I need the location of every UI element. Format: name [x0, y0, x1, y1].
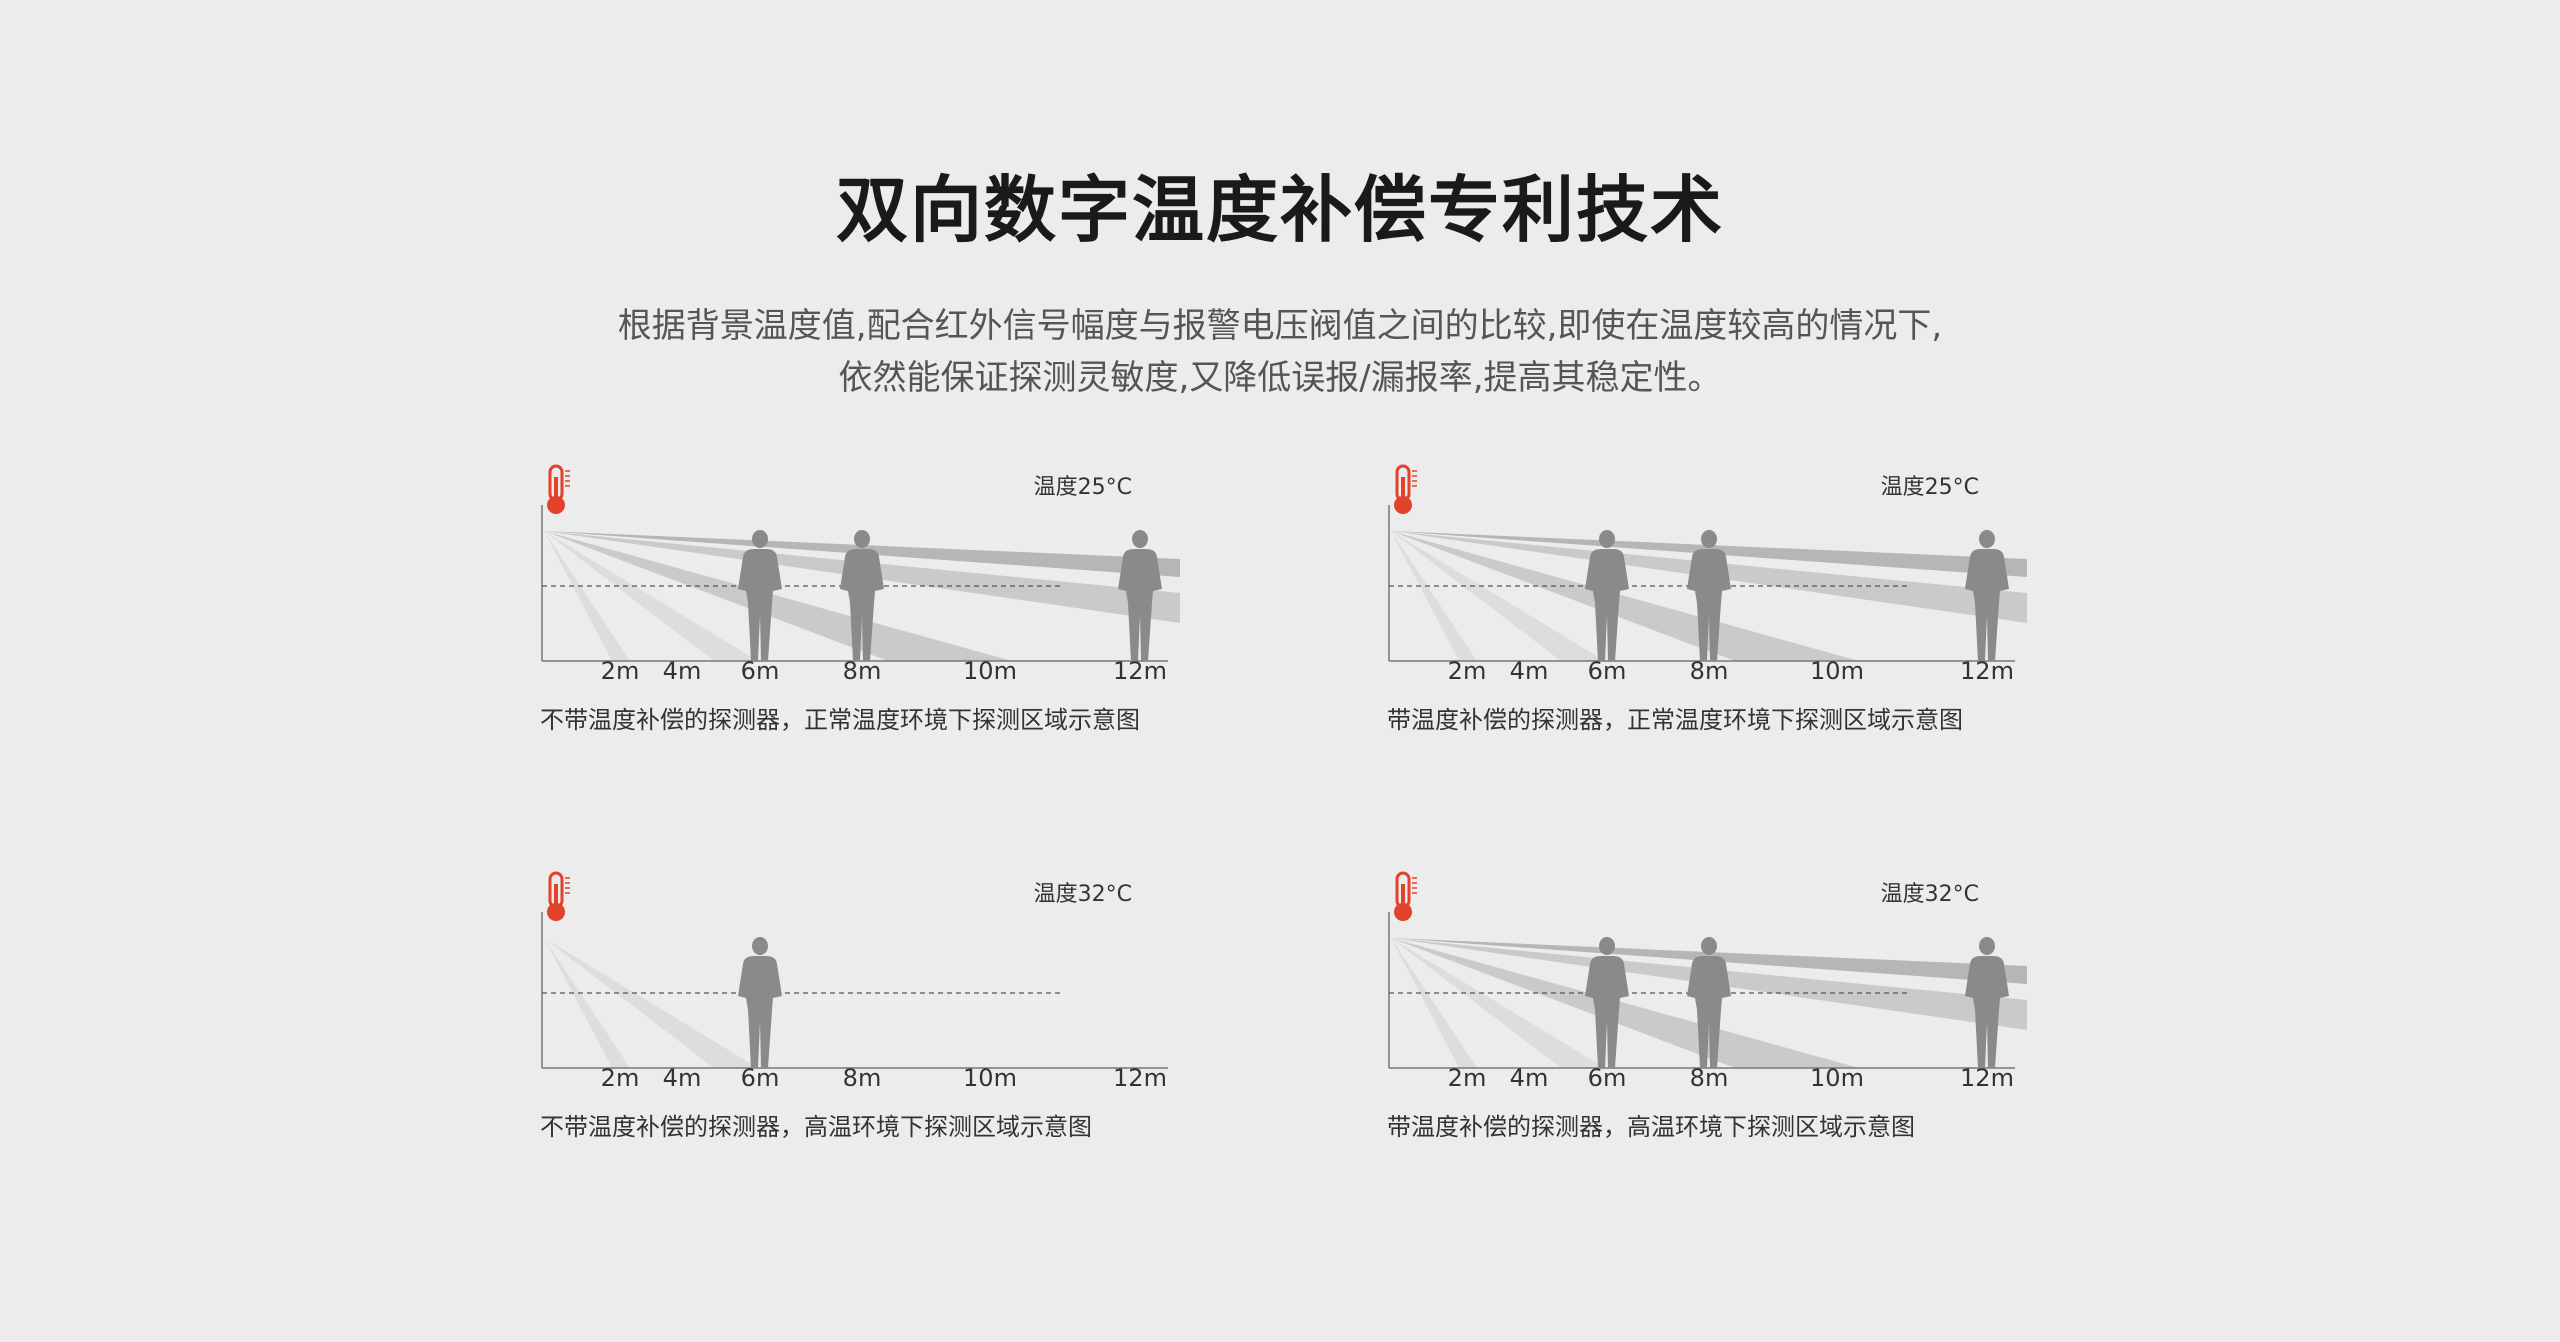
person-silhouette — [738, 530, 782, 661]
temperature-label: 温度32°C — [1033, 882, 1132, 907]
person-silhouette — [1965, 937, 2009, 1068]
thermometer-icon — [1394, 464, 1417, 514]
distance-tick-label: 2m — [600, 1064, 640, 1092]
distance-tick-label: 10m — [1810, 1064, 1864, 1092]
intro-text: 根据背景温度值,配合红外信号幅度与报警电压阀值之间的比较,即使在温度较高的情况下… — [0, 300, 2560, 404]
beam-near — [1391, 938, 1605, 1068]
distance-tick-label: 8m — [1689, 657, 1729, 685]
beam-short — [1391, 531, 1477, 661]
panel-caption: 不带温度补偿的探测器，高温环境下探测区域示意图 — [540, 1113, 1092, 1141]
person-silhouette — [1585, 937, 1629, 1068]
distance-tick-label: 6m — [740, 657, 780, 685]
person-silhouette — [738, 937, 782, 1068]
temperature-label: 温度25°C — [1033, 475, 1132, 500]
detection-zone-diagram — [541, 505, 1180, 662]
distance-tick-label: 2m — [1447, 1064, 1487, 1092]
detection-zone-diagram — [1388, 505, 2027, 662]
person-silhouette — [840, 530, 884, 661]
intro-line-2: 依然能保证探测灵敏度,又降低误报/漏报率,提高其稳定性。 — [838, 358, 1722, 398]
person-silhouette — [1687, 937, 1731, 1068]
beam-short — [1391, 938, 1477, 1068]
distance-tick-label: 12m — [1960, 657, 2014, 685]
distance-tick-label: 4m — [1509, 657, 1549, 685]
person-silhouette — [1118, 530, 1162, 661]
distance-tick-label: 4m — [1509, 1064, 1549, 1092]
intro-line-1: 根据背景温度值,配合红外信号幅度与报警电压阀值之间的比较,即使在温度较高的情况下… — [617, 306, 1943, 346]
distance-tick-label: 2m — [600, 657, 640, 685]
distance-tick-label: 8m — [1689, 1064, 1729, 1092]
distance-tick-label: 8m — [842, 1064, 882, 1092]
distance-tick-label: 10m — [1810, 657, 1864, 685]
diagram-panel-normal-temp-with-compensation: 温度25°C 2m 4m 6m 8m 10m 12m 带温度补偿的探测器，正常温度环境下探… — [1387, 463, 2027, 763]
distance-tick-label: 10m — [963, 1064, 1017, 1092]
beam-near — [544, 531, 758, 661]
distance-tick-label: 12m — [1960, 1064, 2014, 1092]
distance-tick-label: 4m — [662, 1064, 702, 1092]
distance-tick-label: 6m — [1587, 1064, 1627, 1092]
distance-tick-label: 4m — [662, 657, 702, 685]
beam-near — [1391, 531, 1605, 661]
distance-tick-label: 12m — [1113, 1064, 1167, 1092]
beam-mid — [1391, 938, 1859, 1068]
distance-tick-label: 8m — [842, 657, 882, 685]
distance-tick-label: 2m — [1447, 657, 1487, 685]
detection-zone-diagram — [541, 912, 1168, 1069]
temperature-label: 温度25°C — [1880, 475, 1979, 500]
thermometer-icon — [547, 464, 570, 514]
distance-tick-label: 6m — [1587, 657, 1627, 685]
person-silhouette — [1585, 530, 1629, 661]
page-title: 双向数字温度补偿专利技术 — [835, 168, 1724, 252]
thermometer-icon — [1394, 871, 1417, 921]
panel-caption: 带温度补偿的探测器，高温环境下探测区域示意图 — [1387, 1113, 1915, 1141]
distance-tick-label: 10m — [963, 657, 1017, 685]
detection-zone-diagram — [1388, 912, 2027, 1069]
diagram-panel-high-temp-no-compensation: 温度32°C 2m 4m 6m 8m 10m 12m 不带温度补偿的探测器，高温环境下探测… — [540, 870, 1180, 1170]
panel-caption: 带温度补偿的探测器，正常温度环境下探测区域示意图 — [1387, 706, 1963, 734]
thermometer-icon — [547, 871, 570, 921]
diagram-panel-normal-temp-no-compensation: 温度25°C 2m 4m 6m 8m 10m 12m 不带温度补偿的探测器，正常温度环境下… — [540, 463, 1180, 763]
beam-short — [544, 938, 630, 1068]
temperature-label: 温度32°C — [1880, 882, 1979, 907]
diagram-panel-high-temp-with-compensation: 温度32°C 2m 4m 6m 8m 10m 12m 带温度补偿的探测器，高温环境下探测区… — [1387, 870, 2027, 1170]
person-silhouette — [1687, 530, 1731, 661]
beam-mid — [544, 531, 1012, 661]
panel-caption: 不带温度补偿的探测器，正常温度环境下探测区域示意图 — [540, 706, 1140, 734]
person-silhouette — [1965, 530, 2009, 661]
beam-near — [544, 938, 758, 1068]
beam-mid — [1391, 531, 1859, 661]
distance-tick-label: 6m — [740, 1064, 780, 1092]
beam-short — [544, 531, 630, 661]
distance-tick-label: 12m — [1113, 657, 1167, 685]
